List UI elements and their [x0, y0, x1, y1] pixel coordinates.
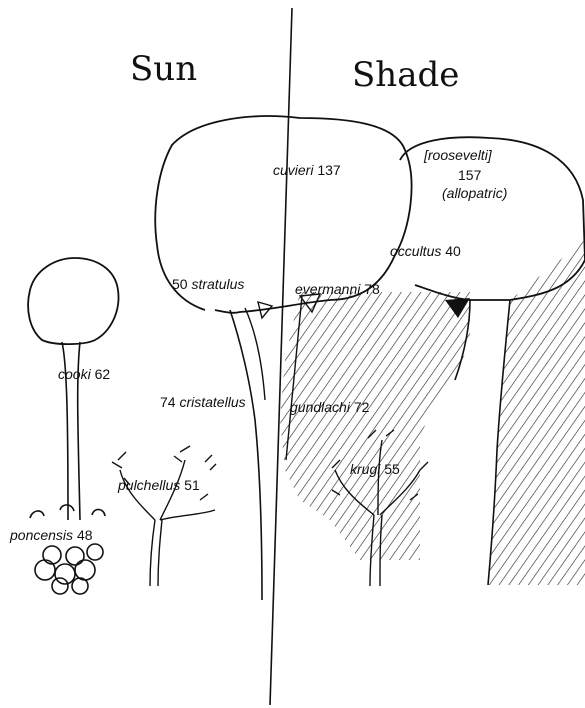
small-tree-left	[28, 258, 118, 344]
tree-1-trunk	[230, 310, 262, 600]
tree-1-trunk-right	[245, 308, 265, 400]
label-cuvieri: cuvieri 137	[273, 163, 341, 177]
heading-shade: Shade	[352, 58, 459, 92]
label-roosevelti-number: 157	[458, 168, 481, 182]
label-roosevelti-note: (allopatric)	[442, 186, 507, 200]
heading-sun: Sun	[130, 52, 197, 86]
label-gundlachi: gundlachi 72	[290, 400, 369, 414]
label-pulchellus: pulchellus 51	[118, 478, 200, 492]
label-roosevelti: [roosevelti]	[424, 148, 492, 162]
label-occultus: occultus 40	[390, 244, 461, 258]
label-krugi: krugi 55	[350, 462, 400, 476]
label-evermanni: evermanni 78	[295, 282, 380, 296]
label-cristatellus: 74 cristatellus	[160, 395, 246, 409]
label-poncensis: poncensis 48	[10, 528, 93, 542]
label-cooki: cooki 62	[58, 367, 110, 381]
pulchellus-bush	[112, 446, 216, 586]
label-stratulus: 50 stratulus	[172, 277, 244, 291]
